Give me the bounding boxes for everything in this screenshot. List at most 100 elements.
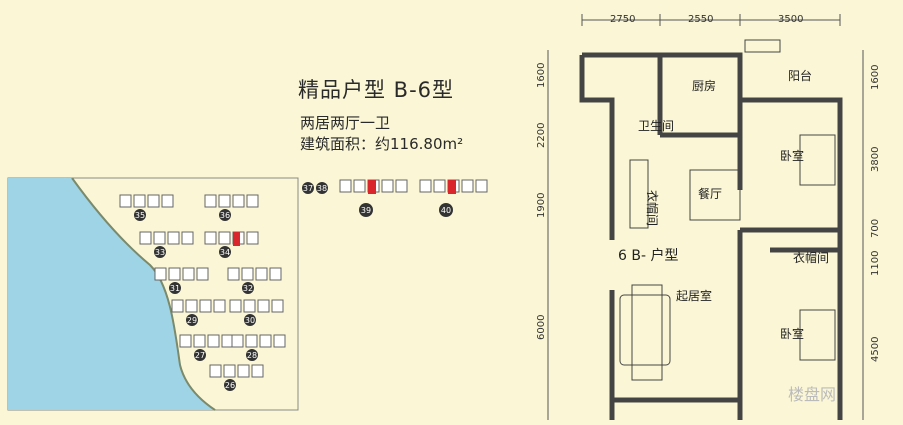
room-kitchen: 厨房	[692, 78, 716, 93]
dim-right-5: 4500	[870, 337, 881, 362]
building-unit	[153, 231, 166, 245]
building-unit	[119, 194, 132, 208]
building-unit	[241, 267, 254, 281]
building-unit	[339, 179, 352, 193]
building-unit	[147, 194, 160, 208]
dim-top-3: 3500	[778, 14, 803, 25]
building-unit	[167, 231, 180, 245]
dim-right-1: 1600	[870, 65, 881, 90]
unit-type-label: 6 B- 户型	[618, 247, 678, 264]
building-unit	[154, 267, 167, 281]
building-unit	[255, 267, 268, 281]
room-dining: 餐厅	[698, 186, 722, 201]
building-unit	[273, 334, 286, 348]
building-unit	[171, 299, 184, 313]
building-unit	[218, 231, 231, 245]
building-unit	[196, 267, 209, 281]
building-unit	[433, 179, 446, 193]
building-number: 27	[195, 351, 205, 360]
building-number: 36	[220, 211, 230, 220]
building-unit	[199, 299, 212, 313]
building-number-badge	[219, 246, 231, 258]
building-unit	[204, 194, 217, 208]
building-number: 35	[135, 211, 145, 220]
building-unit	[181, 231, 194, 245]
building-unit	[231, 334, 244, 348]
shoreline	[71, 177, 216, 411]
building-unit	[243, 299, 256, 313]
layout-description: 两居两厅一卫	[300, 114, 391, 132]
building-number-badge	[242, 282, 254, 294]
building-unit	[257, 299, 270, 313]
room-closet-1: 衣帽间	[645, 190, 660, 226]
dim-top-2: 2550	[688, 14, 713, 25]
building-unit	[193, 334, 206, 348]
building-unit	[246, 194, 259, 208]
building-number-badge	[134, 209, 146, 221]
building-unit	[227, 267, 240, 281]
building-unit	[269, 267, 282, 281]
building-unit	[133, 194, 146, 208]
watermark: 楼盘网	[788, 385, 836, 404]
building-number: 40	[441, 206, 451, 215]
building-number-badge	[154, 246, 166, 258]
building-unit	[168, 267, 181, 281]
building-unit	[237, 364, 250, 378]
building-unit	[218, 194, 231, 208]
building-number: 32	[243, 284, 253, 293]
building-number-badge	[169, 282, 181, 294]
building-number-badge	[194, 349, 206, 361]
building-unit	[419, 179, 432, 193]
building-unit	[271, 299, 284, 313]
building-number: 39	[361, 206, 371, 215]
room-bedroom-2: 卧室	[780, 326, 804, 341]
building-unit	[213, 299, 226, 313]
room-living: 起居室	[676, 288, 712, 303]
building-unit	[223, 364, 236, 378]
building-number-badge	[224, 379, 236, 391]
building-number-badge	[186, 314, 198, 326]
building-unit	[204, 231, 217, 245]
building-unit	[179, 334, 192, 348]
walls	[579, 52, 843, 420]
room-balcony: 阳台	[788, 68, 812, 83]
building-unit	[229, 299, 242, 313]
building-number: 26	[225, 381, 235, 390]
building-number-badge	[316, 182, 328, 194]
room-bedroom-1: 卧室	[780, 148, 804, 163]
building-unit	[207, 334, 220, 348]
dim-right-3: 700	[870, 219, 881, 238]
lake-area	[8, 178, 215, 410]
dim-left-3: 1900	[536, 193, 547, 218]
building-number-badge	[439, 203, 453, 217]
building-unit	[461, 179, 474, 193]
highlight-unit	[233, 232, 240, 246]
building-unit	[395, 179, 408, 193]
floor-area: 建筑面积：约116.80m²	[300, 135, 464, 153]
dim-top-1: 2750	[610, 14, 635, 25]
building-unit	[185, 299, 198, 313]
building-unit	[161, 194, 174, 208]
building-unit	[353, 179, 366, 193]
dim-right-2: 3800	[870, 147, 881, 172]
building-number: 30	[245, 316, 255, 325]
highlight-unit	[448, 180, 456, 194]
highlight-unit	[368, 180, 376, 194]
building-number-badge	[246, 349, 258, 361]
building-unit	[221, 334, 234, 348]
building-number-badge	[219, 209, 231, 221]
building-unit	[246, 231, 259, 245]
building-unit	[209, 364, 222, 378]
dim-left-4: 6000	[536, 315, 547, 340]
building-unit	[182, 267, 195, 281]
building-unit	[232, 194, 245, 208]
floor-plan: 2750 2550 3500 1600 2200 1900 6000 1600 …	[536, 14, 881, 420]
building-number: 31	[170, 284, 180, 293]
building-unit	[475, 179, 488, 193]
building-unit	[139, 231, 152, 245]
building-unit	[259, 334, 272, 348]
building-unit	[245, 334, 258, 348]
building-number-badge	[244, 314, 256, 326]
